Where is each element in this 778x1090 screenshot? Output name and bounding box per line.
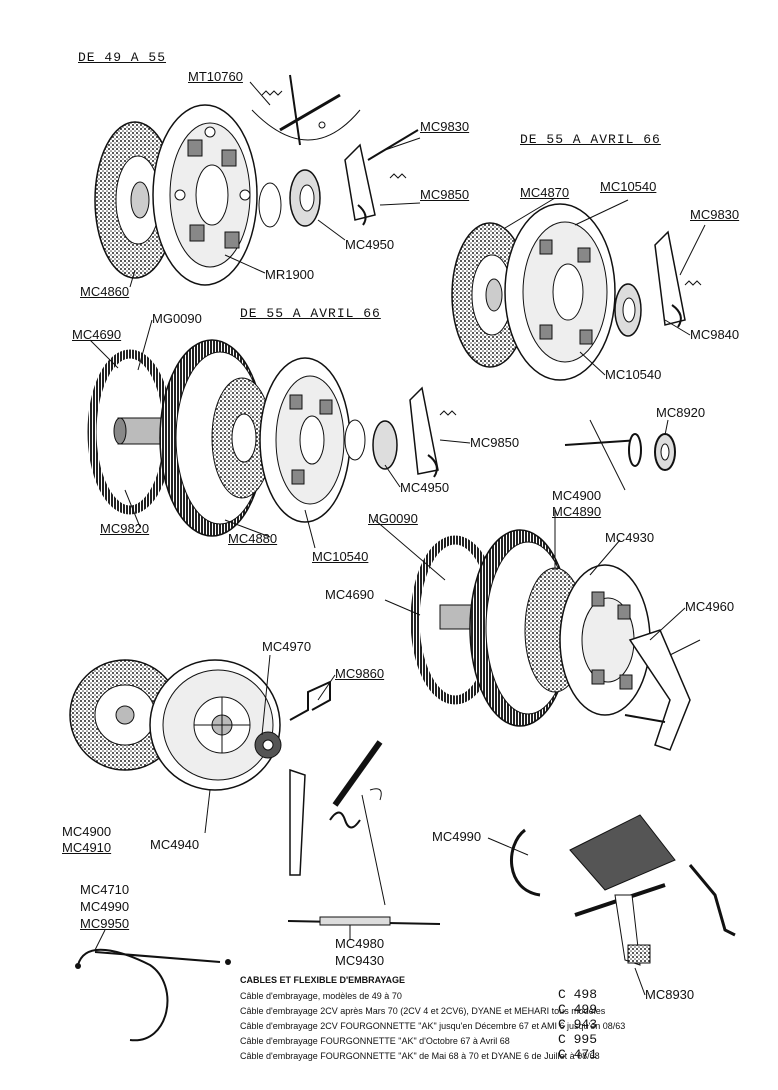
- part-label-mc9840: MC9840: [690, 327, 740, 342]
- legend-row: Câble d'embrayage 2CV après Mars 70 (2CV…: [240, 1002, 620, 1019]
- part-label-mc4860: MC4860: [80, 284, 130, 299]
- part-label-mt10760: MT10760: [188, 69, 243, 84]
- clip-mc9860: [289, 680, 331, 721]
- part-label-mg0090-b: MG0090: [368, 511, 418, 526]
- legend-row-text: Câble d'embrayage 2CV après Mars 70 (2CV…: [240, 1006, 606, 1016]
- release-fork-mc9830-b: [654, 230, 702, 328]
- release-bearing-mc4950-a: [258, 169, 321, 228]
- legend-row-code: C 471: [558, 1047, 598, 1062]
- section-header-49-55: DE 49 A 55: [78, 50, 167, 65]
- part-label-mc4930: MC4930: [605, 530, 655, 545]
- legend-row: Câble d'embrayage FOURGONNETTE "AK" d'Oc…: [240, 1032, 620, 1049]
- part-label-mc4990-a: MC4990: [432, 829, 482, 844]
- part-label-mc4880: MC4880: [228, 531, 278, 546]
- part-label-mc4690-b: MC4690: [325, 587, 375, 602]
- release-fork-mc9850-b: [409, 386, 457, 478]
- flywheel-mc4880: [159, 339, 273, 537]
- part-label-mc9850-a: MC9850: [420, 187, 470, 202]
- release-lever-mc4960: [624, 629, 701, 751]
- section-header-55-66-a: DE 55 A AVRIL 66: [520, 132, 661, 147]
- pressure-plate-mc10540-c: [259, 357, 351, 523]
- linkage-mc8920: [564, 419, 676, 491]
- release-bearing-mc4950-b: [344, 419, 398, 470]
- legend-row-text: Câble d'embrayage 2CV FOURGONNETTE "AK" …: [240, 1021, 626, 1031]
- legend-title: CABLES ET FLEXIBLE D'EMBRAYAGE: [240, 975, 405, 985]
- part-label-mc9820: MC9820: [100, 521, 150, 536]
- part-label-mc9830-a: MC9830: [420, 119, 470, 134]
- part-label-mc4710: MC4710: [80, 882, 130, 897]
- legend-row: Câble d'embrayage, modèles de 49 à 70 C …: [240, 987, 620, 1004]
- part-label-mc4970: MC4970: [262, 639, 312, 654]
- section-header-55-66-b: DE 55 A AVRIL 66: [240, 306, 381, 321]
- part-label-mc4960: MC4960: [685, 599, 735, 614]
- release-fork-mc9850-a: [344, 129, 419, 226]
- legend-row: Câble d'embrayage FOURGONNETTE "AK" de M…: [240, 1047, 620, 1064]
- part-label-mc9830-b: MC9830: [690, 207, 740, 222]
- legend-row-code: C 498: [558, 987, 598, 1002]
- part-label-mc4950-a: MC4950: [345, 237, 395, 252]
- pressure-plate-mr1900: [152, 104, 258, 286]
- part-label-mc4940: MC4940: [150, 837, 200, 852]
- pressure-plate-mc10540-a: [504, 203, 616, 381]
- release-bearing-mc9840: [614, 283, 642, 337]
- part-label-mc4910: MC4910: [62, 840, 112, 855]
- part-label-mc8930: MC8930: [645, 987, 695, 1002]
- legend-row: Câble d'embrayage 2CV FOURGONNETTE "AK" …: [240, 1017, 625, 1034]
- part-label-mc10540-b: MC10540: [605, 367, 662, 382]
- release-bearing-mc4970: [254, 731, 282, 759]
- part-label-mc4900-b: MC4900: [62, 824, 112, 839]
- legend-row-text: Câble d'embrayage, modèles de 49 à 70: [240, 991, 402, 1001]
- part-label-mc4900-a: MC4900: [552, 488, 602, 503]
- legend-row-code: C 943: [558, 1017, 598, 1032]
- part-label-mc8920: MC8920: [656, 405, 706, 420]
- part-label-mc4980: MC4980: [335, 936, 385, 951]
- cable-mc9950: [75, 948, 231, 1042]
- legend-row-code: C 995: [558, 1032, 598, 1047]
- part-label-mc4870: MC4870: [520, 185, 570, 200]
- pressure-plate-mc4940: [149, 659, 281, 791]
- part-label-mc9850-b: MC9850: [470, 435, 520, 450]
- part-label-mc4990-b: MC4990: [80, 899, 130, 914]
- part-label-mc4890: MC4890: [552, 504, 602, 519]
- leader-lines: [89, 81, 706, 996]
- legend-row-text: Câble d'embrayage FOURGONNETTE "AK" de M…: [240, 1051, 600, 1061]
- part-label-mc9950: MC9950: [80, 916, 130, 931]
- fork-shaft: [289, 740, 386, 906]
- part-label-mc10540-a: MC10540: [600, 179, 657, 194]
- cable-mc9430: [287, 916, 441, 926]
- legend-row-text: Câble d'embrayage FOURGONNETTE "AK" d'Oc…: [240, 1036, 510, 1046]
- legend-row-code: C 499: [558, 1002, 598, 1017]
- part-label-mc10540-c: MC10540: [312, 549, 369, 564]
- part-label-mc9430: MC9430: [335, 953, 385, 968]
- lever-kit-mt10760: [251, 74, 361, 146]
- pedal-assembly-mc8930: [510, 814, 736, 966]
- part-label-mr1900: MR1900: [265, 267, 315, 282]
- part-label-mc9860: MC9860: [335, 666, 385, 681]
- part-label-mc4690-a: MC4690: [72, 327, 122, 342]
- shaft-mc9820: [113, 417, 167, 445]
- part-label-mg0090-a: MG0090: [152, 311, 202, 326]
- flywheel-mc4900: [469, 529, 586, 727]
- part-label-mc4950-b: MC4950: [400, 480, 450, 495]
- pressure-plate-mc4930: [559, 564, 651, 716]
- cable-legend: CABLES ET FLEXIBLE D'EMBRAYAGE Câble d'e…: [240, 975, 625, 1064]
